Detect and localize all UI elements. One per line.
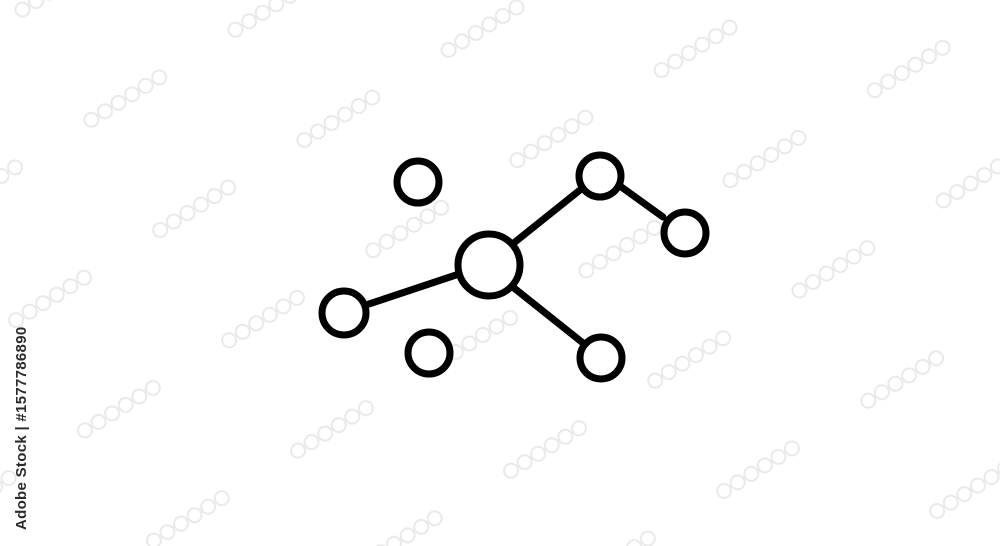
edge-center-bottom bbox=[510, 284, 587, 347]
node-center bbox=[454, 230, 524, 300]
node-right bbox=[660, 208, 710, 258]
node-top-left-isolated bbox=[393, 157, 443, 207]
stock-credit-label: Adobe Stock | #1577786890 bbox=[13, 326, 30, 530]
edge-center-left bbox=[365, 270, 463, 308]
node-top bbox=[575, 151, 625, 201]
node-left bbox=[318, 287, 370, 339]
edge-center-top bbox=[511, 186, 584, 246]
node-bottom-left-isolated bbox=[404, 328, 454, 378]
node-bottom bbox=[576, 333, 626, 383]
edge-top-right bbox=[616, 182, 667, 221]
